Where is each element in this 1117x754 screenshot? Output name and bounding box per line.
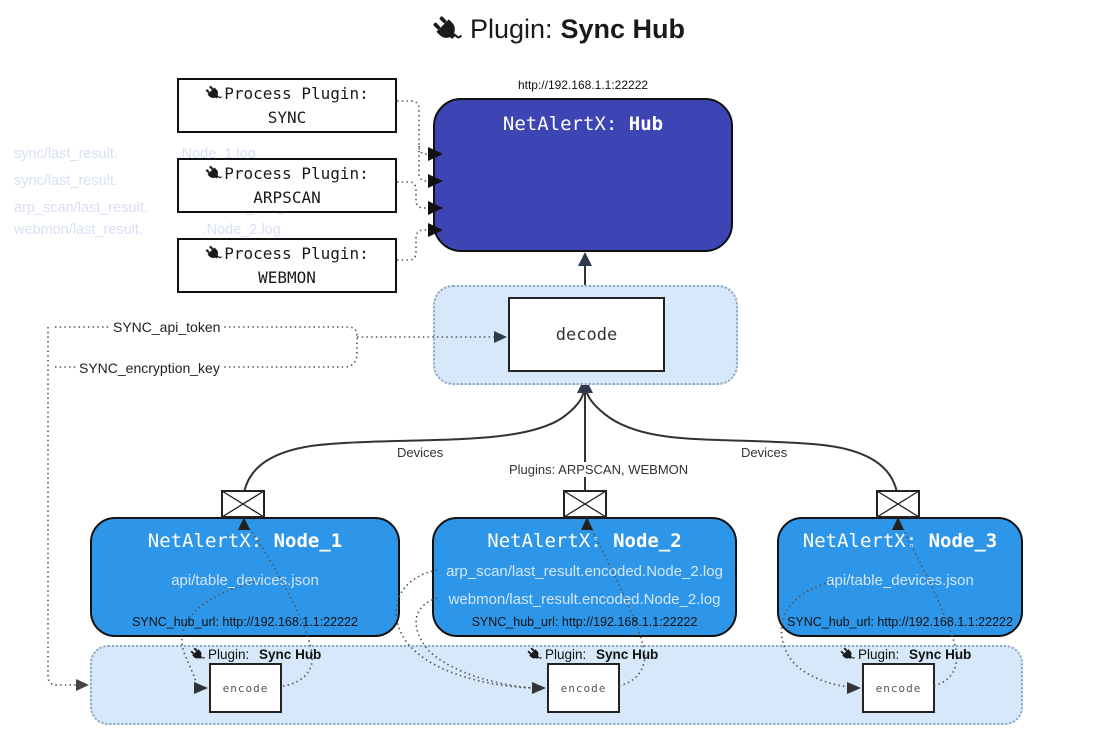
process-plugin-sync: Process Plugin: SYNC	[177, 78, 397, 133]
hub-url-label: http://192.168.1.1:22222	[517, 78, 649, 92]
node-3-box: NetAlertX: Node_3 api/table_devices.json…	[777, 517, 1023, 637]
node-file: webmon/last_result.encoded.Node_2.log	[448, 591, 721, 608]
node-file: arp_scan/last_result.encoded.Node_2.log	[446, 563, 723, 580]
encoder-plugin-label: Plugin: Sync Hub	[840, 647, 971, 662]
page-title-prefix: Plugin:	[469, 14, 553, 44]
encode-box: encode	[209, 663, 282, 713]
encode-box: encode	[547, 663, 620, 713]
hub-title: NetAlertX: Hub	[435, 113, 731, 135]
plug-icon	[190, 647, 205, 662]
process-plugin-label: Process Plugin:	[224, 164, 369, 184]
node-title: NetAlertX: Node_3	[802, 530, 998, 552]
process-plugin-name: WEBMON	[258, 267, 316, 287]
process-plugin-name: SYNC	[267, 107, 307, 127]
plug-icon	[527, 647, 542, 662]
encoder-plugin-label: Plugin: Sync Hub	[527, 647, 658, 662]
decode-box: decode	[508, 297, 665, 372]
devices-left-label: Devices	[393, 445, 448, 460]
sync-encryption-key-label: SYNC_encryption_key	[76, 360, 223, 376]
node-1-box: NetAlertX: Node_1 api/table_devices.json…	[90, 517, 400, 637]
devices-right-label: Devices	[737, 445, 792, 460]
node-hub-url: SYNC_hub_url: http://192.168.1.1:22222	[132, 615, 358, 629]
node-title: NetAlertX: Node_2	[487, 530, 682, 552]
plug-icon	[432, 15, 462, 45]
hub-box: NetAlertX: Hub	[433, 98, 733, 252]
process-plugin-label: Process Plugin:	[224, 244, 369, 264]
hub-file-row: webmon/last_result.decoded.Node_2.log	[14, 222, 281, 238]
node-file: api/table_devices.json	[826, 572, 974, 589]
process-plugin-webmon: Process Plugin: WEBMON	[177, 238, 397, 293]
plug-icon	[840, 647, 855, 662]
envelope-icon	[876, 490, 920, 518]
node-hub-url: SYNC_hub_url: http://192.168.1.1:22222	[471, 615, 698, 629]
plugins-middle-label: Plugins: ARPSCAN, WEBMON	[505, 462, 693, 477]
page-title-name: Sync Hub	[560, 14, 686, 44]
hub-title-name: Hub	[628, 113, 664, 135]
plug-icon	[205, 245, 222, 262]
node-2-box: NetAlertX: Node_2 arp_scan/last_result.e…	[432, 517, 737, 637]
process-plugin-arpscan: Process Plugin: ARPSCAN	[177, 158, 397, 213]
plug-icon	[205, 85, 222, 102]
node-file: api/table_devices.json	[171, 572, 319, 589]
process-plugin-name: ARPSCAN	[253, 187, 321, 207]
process-plugin-label: Process Plugin:	[224, 84, 369, 104]
page-title: Plugin: Sync Hub	[0, 14, 1117, 45]
encoder-plugin-label: Plugin: Sync Hub	[190, 647, 321, 662]
envelope-icon	[563, 490, 607, 518]
plug-icon	[205, 165, 222, 182]
sync-api-token-label: SYNC_api_token	[110, 319, 224, 335]
hub-title-prefix: NetAlertX:	[502, 113, 629, 135]
node-title: NetAlertX: Node_1	[147, 530, 343, 552]
encode-box: encode	[862, 663, 935, 713]
node-hub-url: SYNC_hub_url: http://192.168.1.1:22222	[787, 615, 1013, 629]
envelope-icon	[221, 490, 265, 518]
